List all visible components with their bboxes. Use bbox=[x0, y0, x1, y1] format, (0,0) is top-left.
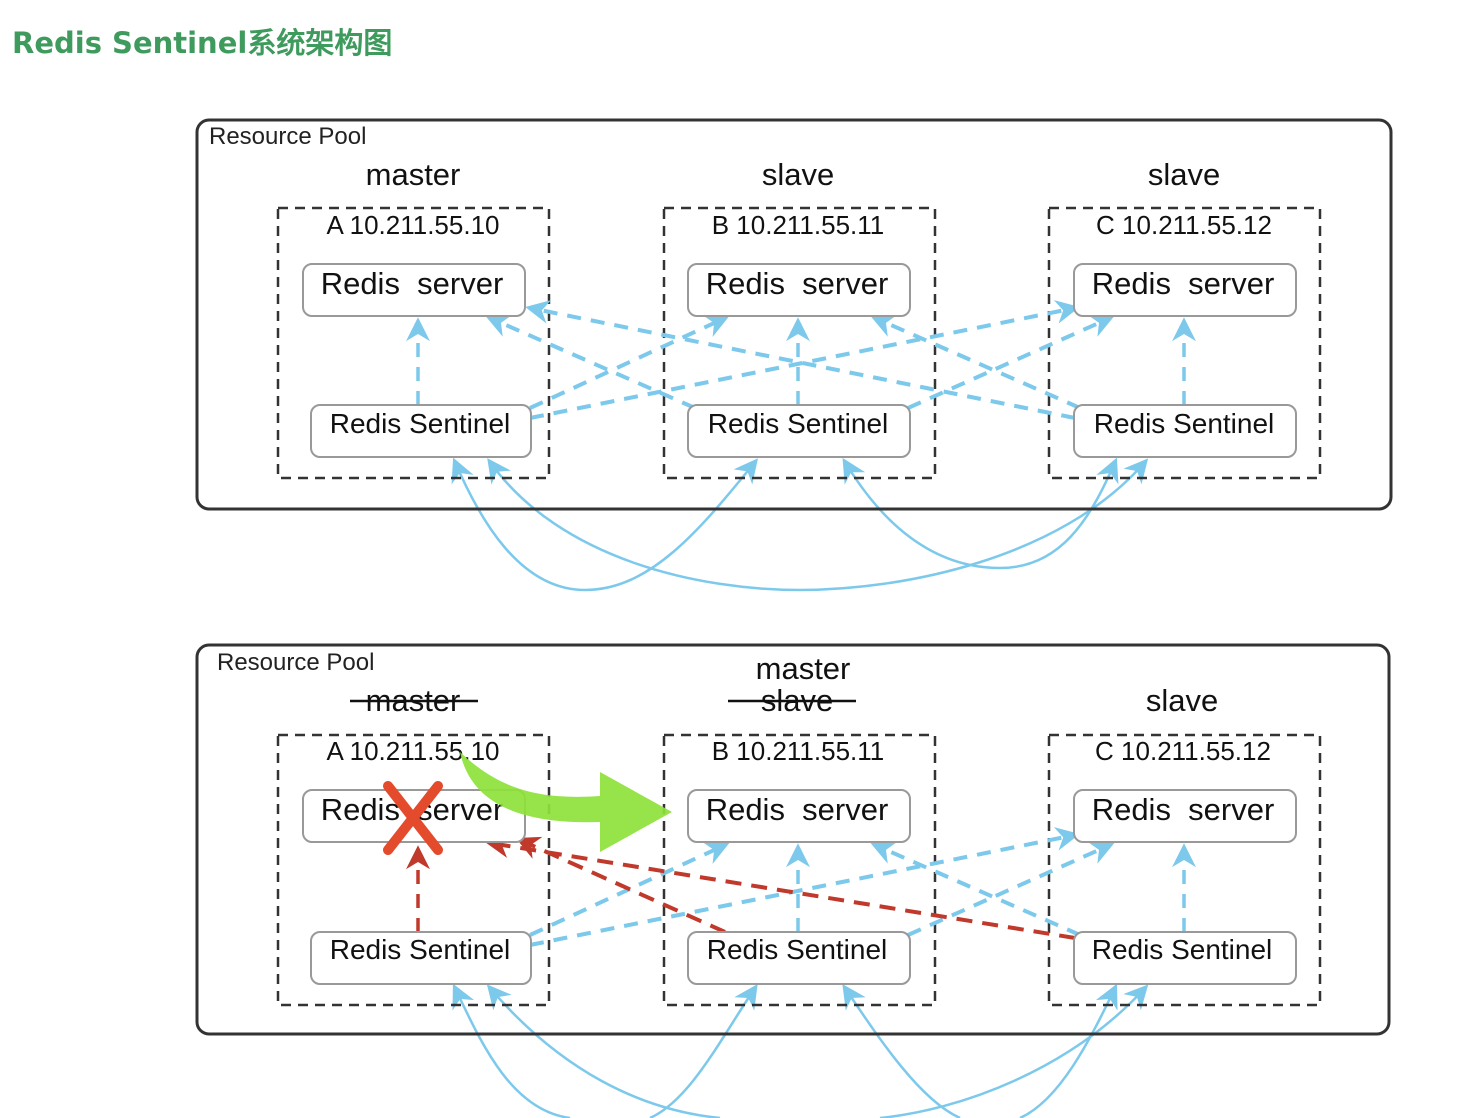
resource-pool-box-after bbox=[195, 643, 1391, 1036]
link-sentinel-b-to-server-a bbox=[485, 314, 696, 410]
link-sentinel-b-c-after bbox=[842, 984, 961, 1118]
redis-sentinel-label-b: Redis Sentinel bbox=[708, 408, 889, 439]
link-sentinel-c-to-server-a-failed bbox=[485, 834, 1076, 940]
link-sentinel-a-c bbox=[487, 458, 1149, 592]
resource-pool-box bbox=[195, 118, 1393, 511]
redis-sentinel-label-a-after: Redis Sentinel bbox=[330, 934, 511, 965]
role-label-a: master bbox=[366, 157, 461, 192]
link-sentinel-a-c-after bbox=[486, 984, 721, 1118]
redis-server-box-b bbox=[687, 263, 911, 317]
diagram-after-failover: Resource Pool master master slave slave … bbox=[195, 643, 1391, 1118]
sentinel-mesh-links-after bbox=[452, 983, 1149, 1118]
link-sentinel-a-to-server-b bbox=[529, 315, 730, 410]
link-sentinel-b-to-server-c bbox=[907, 314, 1115, 410]
sentinel-server-links-before bbox=[485, 300, 1115, 420]
role-label-c-after: slave bbox=[1146, 683, 1218, 718]
link-sentinel-a-to-server-c-after bbox=[529, 827, 1080, 947]
node-address-a: A 10.211.55.10 bbox=[326, 210, 499, 240]
redis-server-box-c bbox=[1073, 263, 1297, 317]
node-address-b: B 10.211.55.11 bbox=[712, 210, 885, 240]
redis-sentinel-label-b-after: Redis Sentinel bbox=[707, 934, 888, 965]
link-sentinel-c-to-server-a bbox=[525, 300, 1076, 420]
redis-sentinel-box-b-after bbox=[687, 931, 911, 985]
redis-sentinel-box-a-after bbox=[310, 931, 532, 985]
redis-server-label-b: Redis server bbox=[706, 266, 889, 301]
redis-server-label-c-after: Redis server bbox=[1092, 792, 1275, 827]
pool-label: Resource Pool bbox=[209, 123, 366, 150]
redis-sentinel-box-a bbox=[310, 404, 532, 458]
redis-server-box-b-promoted bbox=[687, 789, 911, 843]
redis-server-box-c-after bbox=[1073, 789, 1297, 843]
pool-label-after: Resource Pool bbox=[217, 649, 374, 676]
role-label-b-new: master bbox=[756, 651, 851, 686]
redis-sentinel-box-c-after bbox=[1073, 931, 1297, 985]
failure-x-icon bbox=[383, 781, 443, 855]
role-label-c: slave bbox=[1148, 157, 1220, 192]
redis-server-label-a: Redis server bbox=[321, 266, 504, 301]
redis-sentinel-box-b bbox=[687, 404, 911, 458]
failed-server-links bbox=[485, 834, 1076, 940]
link-sentinel-c-to-server-b bbox=[870, 314, 1081, 410]
link-sentinel-c-to-server-b-after bbox=[870, 841, 1081, 937]
node-address-c-after: C 10.211.55.12 bbox=[1095, 736, 1271, 766]
diagram-before: Resource Pool master slave slave A 10.21… bbox=[195, 118, 1393, 592]
failover-arrow-icon bbox=[460, 752, 672, 852]
link-sentinel-b-to-server-c-after bbox=[907, 841, 1115, 937]
redis-server-label-b-after: Redis server bbox=[706, 792, 889, 827]
redis-server-box-a bbox=[302, 263, 526, 317]
node-address-a-after: A 10.211.55.10 bbox=[326, 736, 499, 766]
redis-server-label-c: Redis server bbox=[1092, 266, 1275, 301]
role-label-b: slave bbox=[762, 157, 834, 192]
link-sentinel-a-b-after bbox=[452, 983, 571, 1118]
sentinel-mesh-links-before bbox=[451, 457, 1149, 592]
link-sentinel-a-b bbox=[451, 457, 759, 592]
page-title: Redis Sentinel系统架构图 bbox=[12, 26, 393, 60]
node-address-c: C 10.211.55.12 bbox=[1096, 210, 1272, 240]
redis-sentinel-label-c: Redis Sentinel bbox=[1094, 408, 1275, 439]
redis-sentinel-label-c-after: Redis Sentinel bbox=[1092, 934, 1273, 965]
node-address-b-after: B 10.211.55.11 bbox=[712, 736, 885, 766]
redis-sentinel-box-c bbox=[1073, 404, 1297, 458]
redis-sentinel-label-a: Redis Sentinel bbox=[330, 408, 511, 439]
sentinel-monitor-arrows-before bbox=[406, 317, 1196, 405]
